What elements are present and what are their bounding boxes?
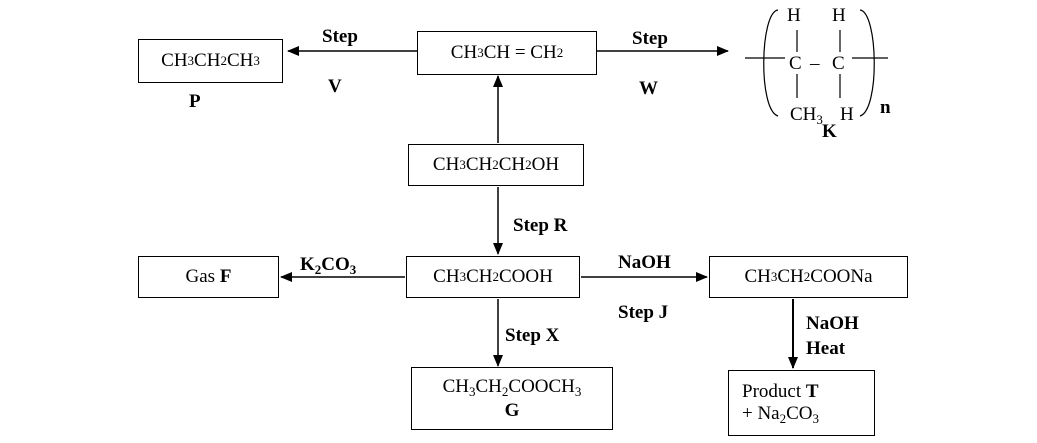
polymer-ch3: CH3 bbox=[790, 104, 823, 127]
label-k2co3: K2CO3 bbox=[300, 254, 357, 277]
label-naoh: NaOH bbox=[618, 252, 671, 273]
label-naoh-heat-1: NaOH bbox=[806, 313, 859, 334]
polymer-dash: – bbox=[810, 53, 820, 74]
label-step-w-top: Step bbox=[632, 28, 668, 49]
label-naoh-heat-2: Heat bbox=[806, 338, 846, 359]
polymer-n: n bbox=[880, 97, 891, 118]
polymer-c2: C bbox=[832, 53, 845, 74]
label-step-v-top: Step bbox=[322, 26, 358, 47]
label-g: G bbox=[504, 399, 520, 421]
node-ester: CH3CH2COOCH3 G bbox=[411, 367, 613, 430]
node-product-t: Product T + Na2CO3 bbox=[728, 370, 875, 436]
label-step-v-bottom: V bbox=[328, 76, 342, 97]
label-step-r: Step R bbox=[513, 215, 568, 236]
label-k: K bbox=[822, 121, 837, 142]
label-step-x: Step X bbox=[505, 325, 560, 346]
polymer-h2: H bbox=[832, 5, 846, 26]
label-step-w-bottom: W bbox=[639, 78, 658, 99]
polymer-h3: H bbox=[840, 104, 854, 125]
label-step-j: Step J bbox=[618, 302, 669, 323]
label-p: P bbox=[189, 91, 201, 112]
polymer-c1: C bbox=[789, 53, 802, 74]
polymer-h1: H bbox=[787, 5, 801, 26]
polymer-structure bbox=[745, 9, 888, 117]
node-gas-f: Gas F bbox=[138, 256, 279, 298]
